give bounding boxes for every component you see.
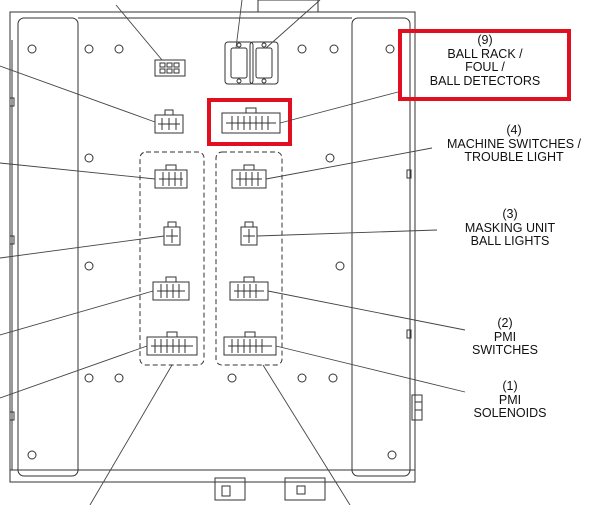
label-masking-unit-line-1: MASKING UNIT: [464, 220, 556, 235]
label-pmi-solenoids-line-2: SOLENOIDS: [473, 406, 547, 420]
leader-lines: [0, 0, 466, 505]
connector-left-4: [154, 164, 188, 189]
connector-left-1: [146, 331, 198, 356]
connector-left-upper: [154, 109, 184, 134]
connector-left-3: [163, 221, 181, 246]
label-pmi-solenoids: (1) PMI SOLENOIDS: [460, 379, 560, 421]
edge-slots: [9, 97, 412, 421]
label-machine-switches-number: (4): [506, 123, 522, 137]
label-ball-rack-number: (9): [477, 33, 493, 47]
connector-left-2: [152, 276, 190, 301]
label-machine-switches-line-1: MACHINE SWITCHES /: [446, 136, 582, 151]
label-masking-unit-number: (3): [502, 207, 518, 221]
label-ball-rack-line-1: BALL RACK /: [447, 46, 523, 61]
highlight-box-label: [398, 29, 571, 101]
db9-connector-right: [249, 41, 279, 85]
label-masking-unit-line-2: BALL LIGHTS: [470, 234, 550, 248]
label-ball-rack-line-3: BALL DETECTORS: [429, 73, 541, 88]
label-pmi-switches: (2) PMI SWITCHES: [455, 316, 555, 358]
connector-pmi-solenoids: [223, 331, 277, 356]
connector-top-small: [154, 59, 186, 77]
label-ball-rack: (9) BALL RACK / FOUL / BALL DETECTORS: [405, 33, 565, 88]
dashed-group-right: [215, 151, 283, 366]
connector-ball-rack: [221, 107, 281, 134]
label-pmi-switches-line-2: SWITCHES: [472, 343, 538, 357]
highlight-box-connector: [207, 98, 292, 146]
chassis-outline: [9, 0, 423, 501]
label-pmi-solenoids-number: (1): [502, 379, 518, 393]
db9-connector-left: [224, 41, 254, 85]
label-pmi-switches-line-1: PMI: [493, 329, 517, 344]
connector-pmi-switches: [229, 276, 269, 301]
connector-masking-unit: [240, 221, 258, 246]
mounting-holes: [27, 44, 397, 460]
label-machine-switches-line-2: TROUBLE LIGHT: [464, 150, 564, 164]
label-masking-unit: (3) MASKING UNIT BALL LIGHTS: [440, 207, 580, 249]
dashed-group-left: [139, 151, 205, 366]
label-machine-switches: (4) MACHINE SWITCHES / TROUBLE LIGHT: [434, 123, 594, 165]
label-pmi-solenoids-line-1: PMI: [498, 392, 522, 407]
connector-machine-switches: [231, 164, 267, 189]
label-pmi-switches-number: (2): [497, 316, 513, 330]
label-ball-rack-line-2: FOUL /: [465, 60, 505, 74]
